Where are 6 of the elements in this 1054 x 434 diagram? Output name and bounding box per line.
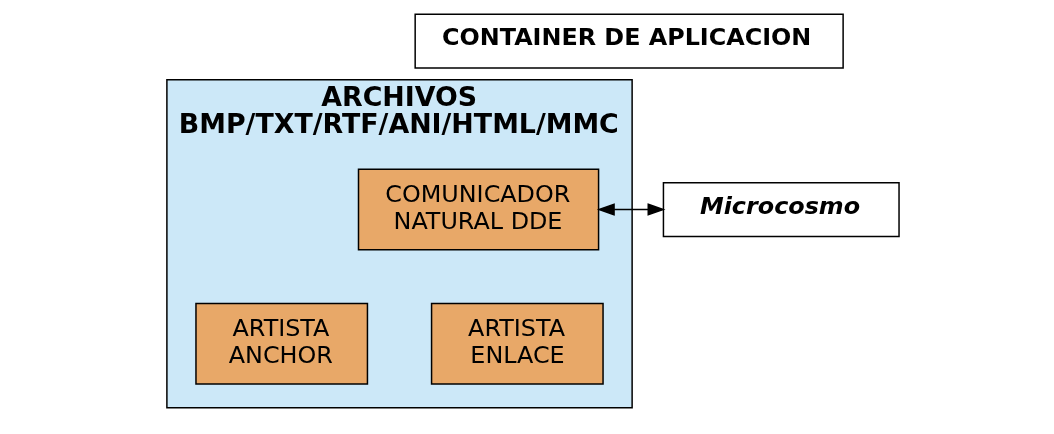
node-box: CONTAINER DE APLICACION: [414, 13, 844, 69]
node-box: ARTISTA ANCHOR: [195, 302, 369, 385]
node-box: Microcosmo: [662, 181, 900, 238]
node-box: ARTISTA ENLACE: [430, 302, 604, 385]
arrow: [596, 203, 666, 216]
node-box: COMUNICADOR NATURAL DDE: [357, 168, 600, 251]
